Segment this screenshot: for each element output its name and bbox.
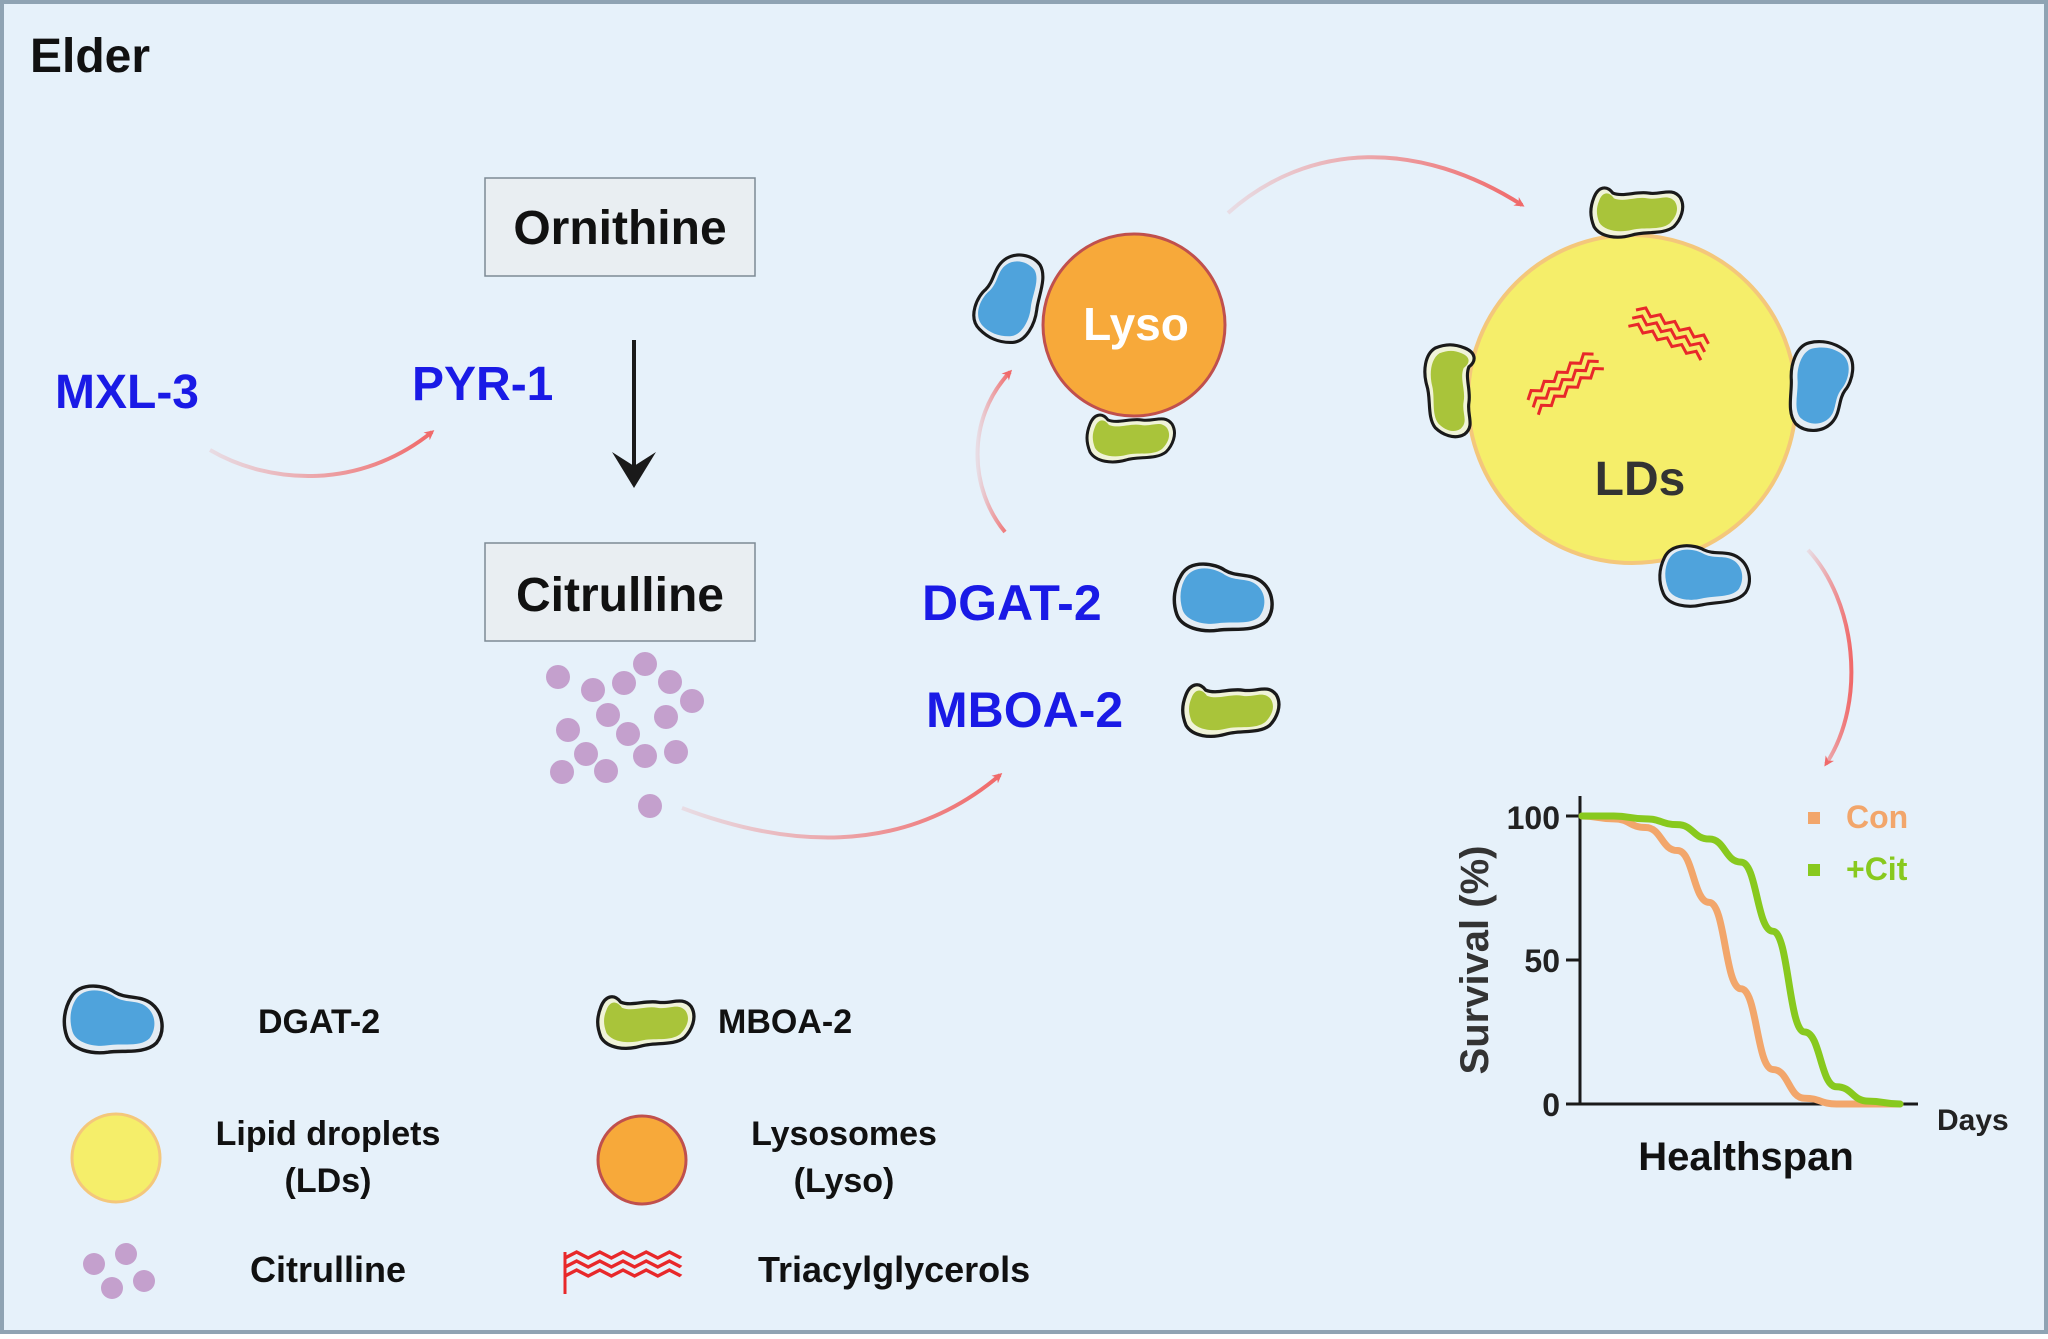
y-tick-label-50: 50 <box>1524 943 1560 979</box>
arrow-lds-to-chart <box>1806 548 1854 767</box>
x-unit-label: Days <box>1937 1104 2009 1137</box>
lds-label: LDs <box>1595 453 1686 506</box>
legend-dgat2-label: DGAT-2 <box>258 1003 380 1041</box>
legend-cit-label: +Cit <box>1846 851 1908 887</box>
legend-ld-label-2: (LDs) <box>285 1162 372 1200</box>
series-line-cit <box>1578 812 1904 1108</box>
citrulline-label: Citrulline <box>516 569 724 622</box>
figure-legend: DGAT-2 MBOA-2 Lipid droplets (LDs) Lysos… <box>62 984 1030 1299</box>
citrulline-dots <box>546 652 704 818</box>
lyso-mboa2-icon <box>1085 413 1176 464</box>
legend-tag-icon <box>565 1252 681 1294</box>
legend-citrulline-label: Citrulline <box>250 1249 406 1290</box>
arrow-mxl3-to-pyr1 <box>208 430 435 478</box>
legend-ld-label-1: Lipid droplets <box>216 1115 441 1153</box>
legend-mboa2-icon <box>596 995 696 1050</box>
ornithine-box <box>484 177 756 277</box>
ld-mboa2-top-icon <box>1589 186 1685 239</box>
lysosome-icon <box>1041 232 1227 418</box>
legend-citrulline-icon <box>83 1243 155 1299</box>
legend-mboa2-label: MBOA-2 <box>718 1003 852 1041</box>
legend-con-label: Con <box>1846 799 1908 835</box>
arrow-head-black <box>612 452 656 488</box>
gene-mxl3: MXL-3 <box>55 366 199 419</box>
lyso-label: Lyso <box>1083 298 1189 350</box>
mboa2-protein-icon <box>1181 683 1281 738</box>
x-axis-label: Healthspan <box>1638 1135 1854 1179</box>
arrow-lyso-to-lds <box>1226 155 1525 215</box>
arrow-enzymes-to-lyso <box>975 369 1013 534</box>
lipid-droplet-icon <box>1466 233 1798 565</box>
y-tick-label-100: 100 <box>1507 800 1560 836</box>
panel-title: Elder <box>30 30 150 83</box>
legend-tag-label: Triacylglycerols <box>758 1249 1030 1290</box>
ornithine-label: Ornithine <box>513 202 726 255</box>
ld-mboa2-left-icon <box>1423 343 1476 439</box>
legend-lyso-label-1: Lysosomes <box>751 1115 937 1153</box>
legend-con-swatch <box>1808 812 1820 824</box>
y-axis-label: Survival (%) <box>1453 846 1497 1075</box>
legend-lyso-icon <box>596 1114 688 1206</box>
gene-pyr1: PYR-1 <box>412 358 553 411</box>
arrow-citrulline-to-enzymes <box>681 773 1003 840</box>
gene-mboa2: MBOA-2 <box>926 682 1123 738</box>
series-line-con <box>1578 812 1904 1108</box>
chart-series <box>1578 812 1904 1108</box>
survival-chart: 100 50 0 Survival (%) Healthspan Days Co… <box>1453 796 2009 1179</box>
legend-ld-icon <box>70 1112 162 1204</box>
gene-dgat2: DGAT-2 <box>922 575 1102 631</box>
legend-lyso-label-2: (Lyso) <box>794 1162 895 1200</box>
citrulline-box <box>484 542 756 642</box>
y-tick-label-0: 0 <box>1542 1087 1560 1123</box>
legend-cit-swatch <box>1808 864 1820 876</box>
